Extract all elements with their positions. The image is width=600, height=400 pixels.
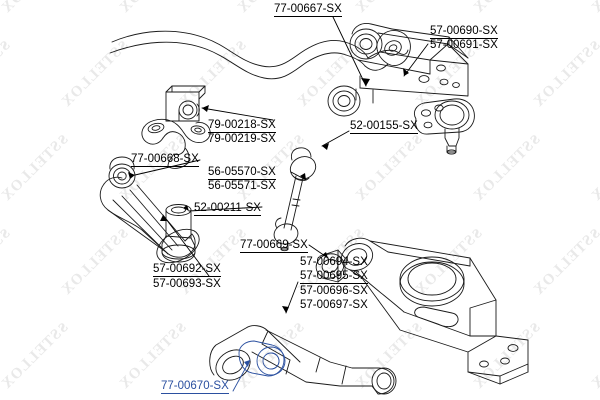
part-number-label-77-00667-sx: 77-00667-SX bbox=[274, 3, 342, 17]
leader-lines bbox=[134, 16, 429, 314]
part-number-label-77-00668-sx: 77-00668-SX bbox=[131, 153, 199, 167]
part-stabilizer-bar bbox=[109, 30, 411, 80]
leader-arrowheads bbox=[128, 68, 409, 313]
part-rear-lower-arm bbox=[315, 237, 529, 385]
part-number-label-57-00691-sx: 57-00691-SX bbox=[430, 39, 498, 51]
part-upper-ball-joint bbox=[413, 98, 475, 155]
part-number-label-56-05570-sx: 56-05570-SX bbox=[208, 166, 276, 180]
part-number-label-57-00694-sx: 57-00694-SX bbox=[300, 256, 368, 268]
part-stabilizer-bar-clamp bbox=[141, 118, 211, 169]
part-highlighted-bushing bbox=[238, 340, 286, 377]
part-number-label-57-00697-sx: 57-00697-SX bbox=[300, 299, 368, 311]
part-upper-control-arm bbox=[327, 23, 469, 117]
part-number-label-57-00695-sx: 57-00695-SX bbox=[300, 270, 368, 284]
part-lower-ball-joint bbox=[161, 204, 196, 263]
part-number-label-57-00693-sx: 57-00693-SX bbox=[153, 278, 221, 290]
part-number-label-52-00211-sx: 52-00211-SX bbox=[194, 202, 261, 216]
part-stabilizer-bar-bushing bbox=[165, 85, 206, 122]
part-stabilizer-link bbox=[273, 147, 317, 252]
part-rear-trailing-arm bbox=[209, 325, 397, 395]
part-number-label-57-00696-sx: 57-00696-SX bbox=[300, 285, 368, 297]
part-number-label-77-00669-sx: 77-00669-SX bbox=[240, 239, 308, 253]
part-number-label-77-00670-sx[interactable]: 77-00670-SX bbox=[161, 380, 229, 394]
part-number-label-79-00218-sx: 79-00218-SX bbox=[208, 119, 276, 133]
part-number-label-57-00690-sx: 57-00690-SX bbox=[430, 25, 498, 39]
part-number-label-56-05571-sx: 56-05571-SX bbox=[208, 180, 276, 192]
part-number-label-79-00219-sx: 79-00219-SX bbox=[208, 133, 276, 145]
leader-arrowheads-highlight bbox=[244, 360, 250, 367]
part-number-label-57-00692-sx: 57-00692-SX bbox=[153, 263, 221, 277]
part-number-label-52-00155-sx: 52-00155-SX bbox=[350, 120, 418, 134]
